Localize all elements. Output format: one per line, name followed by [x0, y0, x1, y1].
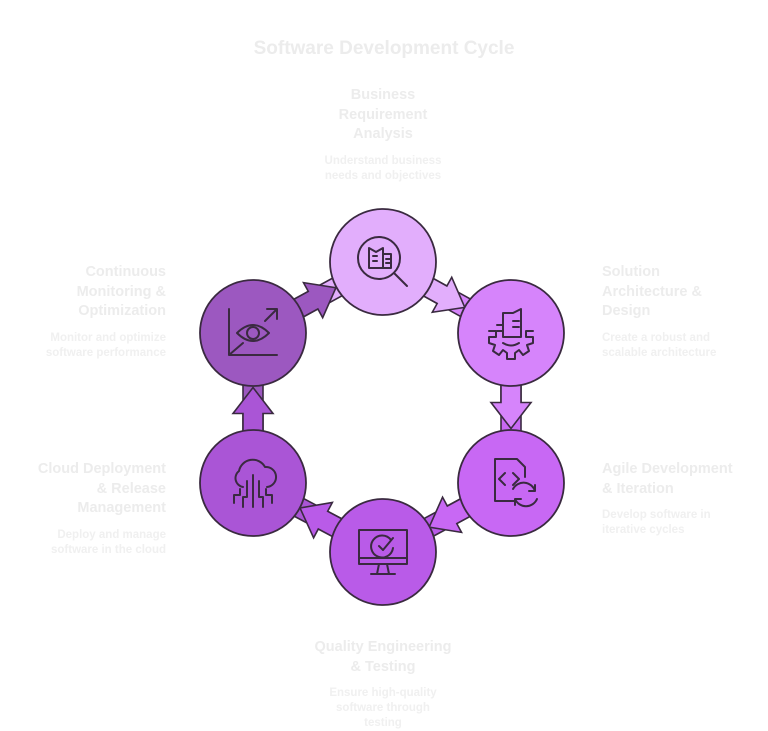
stage-description: Understand business needs and objectives [324, 154, 442, 182]
stage-node [199, 429, 307, 537]
stage-label-continuous-monitoring: Continuous Monitoring & Optimization Mon… [0, 263, 166, 361]
cloud-circuit-icon [233, 458, 277, 508]
building-gear-icon [488, 308, 534, 360]
stage-label-solution-architecture: Solution Architecture & Design Create a … [602, 263, 768, 361]
stage-label-quality-engineering: Quality Engineering & Testing Ensure hig… [298, 638, 468, 731]
stage-title: Cloud Deployment & Release Management [37, 461, 166, 516]
connector-arrows [231, 274, 533, 540]
stage-node [329, 208, 437, 316]
stage-node [199, 279, 307, 387]
cycle-diagram [199, 208, 565, 606]
stage-title: Quality Engineering & Testing [314, 639, 452, 675]
stage-title: Continuous Monitoring & Optimization [76, 264, 166, 319]
diagram-title: Software Development Cycle [253, 38, 515, 59]
stage-label-cloud-deployment: Cloud Deployment & Release Management De… [0, 460, 166, 558]
connector-arrow [489, 379, 533, 430]
stage-nodes [199, 208, 565, 606]
stage-title: Solution Architecture & Design [602, 264, 702, 319]
stage-description: Create a robust and scalable architectur… [602, 331, 717, 359]
stage-circle [457, 429, 565, 537]
code-file-refresh-icon [494, 458, 538, 508]
eye-chart-icon [228, 308, 278, 356]
stage-title: Business Requirement Analysis [338, 87, 428, 142]
stage-description: Develop software in iterative cycles [602, 509, 711, 536]
stage-circle [329, 498, 437, 606]
stage-circle [457, 279, 565, 387]
connector-arrow [231, 386, 275, 437]
stage-title: Agile Development & Iteration [602, 461, 733, 497]
stage-circle [199, 279, 307, 387]
stage-node [457, 429, 565, 537]
stage-description: Deploy and manage software in the cloud [50, 528, 166, 556]
stage-description: Monitor and optimize software performanc… [45, 331, 166, 359]
stage-node [329, 498, 437, 606]
monitor-check-icon [358, 529, 408, 575]
building-search-icon [357, 236, 408, 287]
stage-label-business-requirement: Business Requirement Analysis Understand… [298, 86, 468, 184]
stage-node [457, 279, 565, 387]
stage-label-agile-development: Agile Development & Iteration Develop so… [602, 460, 768, 538]
